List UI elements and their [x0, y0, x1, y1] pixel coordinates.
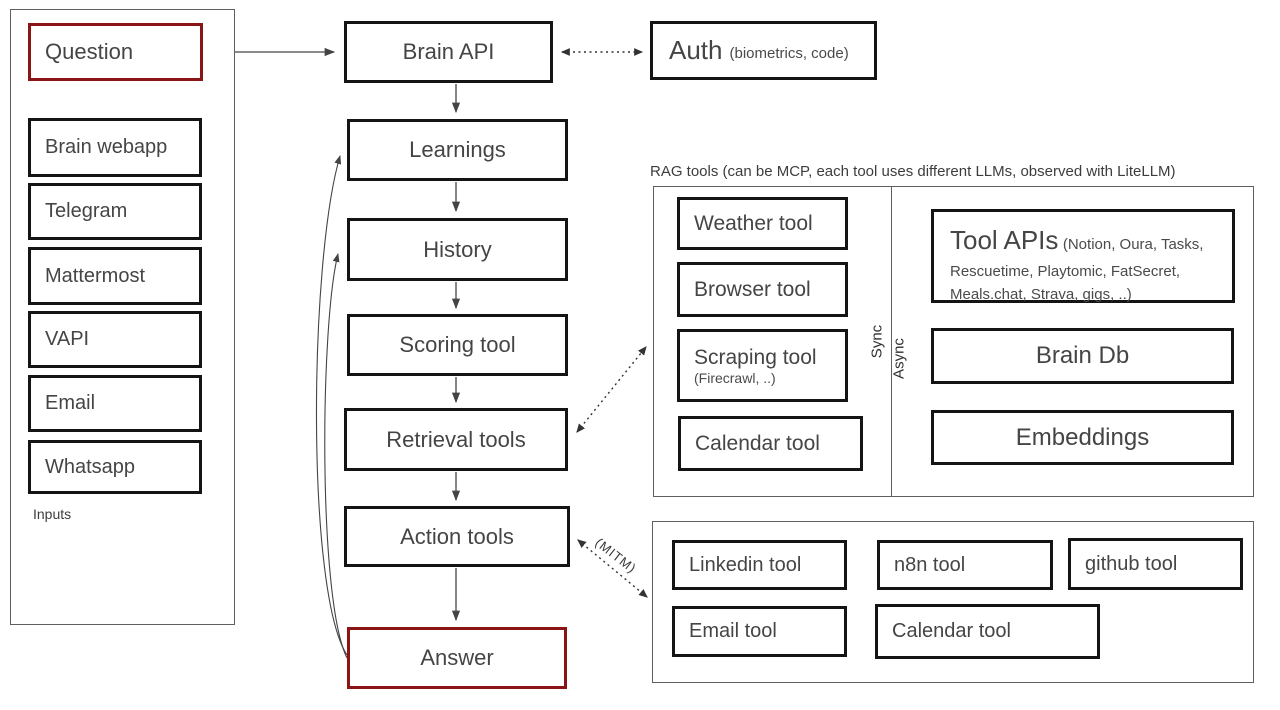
- auth-node[interactable]: Auth (biometrics, code): [650, 21, 877, 80]
- scoring-label: Scoring tool: [399, 332, 516, 357]
- input-node-vapi[interactable]: VAPI: [28, 311, 202, 368]
- linkedin-tool-node[interactable]: Linkedin tool: [672, 540, 847, 590]
- email-tool-node[interactable]: Email tool: [672, 606, 847, 657]
- action-label: Action tools: [400, 523, 514, 549]
- brain-db-node[interactable]: Brain Db: [931, 328, 1234, 384]
- input-node-telegram[interactable]: Telegram: [28, 183, 202, 240]
- scraping-tool-node[interactable]: Scraping tool (Firecrawl, ..): [677, 329, 848, 402]
- email-tool-label: Email tool: [689, 620, 777, 642]
- auth-subtitle: (biometrics, code): [729, 45, 849, 62]
- mitm-caption: (MITM): [592, 534, 640, 577]
- retrieval-tools-node[interactable]: Retrieval tools: [344, 408, 568, 471]
- github-tool-label: github tool: [1085, 552, 1178, 575]
- history-label: History: [423, 236, 492, 262]
- weather-tool-label: Weather tool: [694, 211, 813, 235]
- browser-tool-node[interactable]: Browser tool: [677, 262, 848, 317]
- question-label: Question: [45, 39, 134, 64]
- answer-label: Answer: [420, 645, 494, 670]
- async-label: Async: [890, 338, 908, 379]
- scraping-tool-subtitle: (Firecrawl, ..): [694, 370, 776, 387]
- brain-db-label: Brain Db: [1035, 342, 1130, 369]
- connector-retrieval-ragtools: [576, 346, 647, 433]
- input-node-brain-webapp[interactable]: Brain webapp: [28, 118, 202, 177]
- sync-label: Sync: [868, 324, 886, 359]
- input-label: Mattermost: [45, 264, 146, 287]
- github-tool-node[interactable]: github tool: [1068, 538, 1243, 590]
- input-node-mattermost[interactable]: Mattermost: [28, 247, 202, 305]
- calendar-tool-action-node[interactable]: Calendar tool: [875, 604, 1100, 659]
- calendar-tool-sync-node[interactable]: Calendar tool: [678, 416, 863, 471]
- calendar-tool-action-label: Calendar tool: [892, 620, 1011, 642]
- auth-title: Auth: [669, 35, 723, 65]
- input-node-email[interactable]: Email: [28, 375, 202, 432]
- answer-node[interactable]: Answer: [347, 627, 567, 689]
- action-tools-node[interactable]: Action tools: [344, 506, 570, 567]
- weather-tool-node[interactable]: Weather tool: [677, 197, 848, 250]
- connector-answer-learnings: [315, 155, 348, 656]
- tool-apis-subtitle: (Notion, Oura, Tasks, Rescuetime, Playto…: [950, 236, 1204, 303]
- input-label: Email: [45, 392, 96, 414]
- n8n-tool-node[interactable]: n8n tool: [877, 540, 1053, 590]
- browser-tool-label: Browser tool: [694, 277, 811, 301]
- rag-tools-caption: RAG tools (can be MCP, each tool uses di…: [650, 163, 1176, 180]
- embeddings-label: Embeddings: [1015, 423, 1150, 451]
- input-node-whatsapp[interactable]: Whatsapp: [28, 440, 202, 494]
- question-node[interactable]: Question: [28, 23, 203, 81]
- input-label: VAPI: [45, 328, 90, 350]
- tool-apis-title: Tool APIs: [950, 225, 1059, 255]
- scoring-tool-node[interactable]: Scoring tool: [347, 314, 568, 376]
- learnings-node[interactable]: Learnings: [347, 119, 568, 181]
- scraping-tool-label: Scraping tool: [694, 346, 817, 370]
- input-label: Brain webapp: [45, 136, 168, 158]
- inputs-caption: Inputs: [33, 506, 72, 522]
- embeddings-node[interactable]: Embeddings: [931, 410, 1234, 465]
- history-node[interactable]: History: [347, 218, 568, 281]
- input-label: Whatsapp: [45, 455, 136, 478]
- input-label: Telegram: [45, 200, 128, 222]
- linkedin-tool-label: Linkedin tool: [689, 553, 802, 576]
- brain-api-node[interactable]: Brain API: [344, 21, 553, 83]
- sync-async-divider: [891, 186, 892, 497]
- n8n-tool-label: n8n tool: [894, 553, 966, 576]
- calendar-tool-sync-label: Calendar tool: [695, 431, 820, 455]
- brain-api-label: Brain API: [402, 39, 495, 64]
- learnings-label: Learnings: [409, 137, 506, 162]
- tool-apis-node[interactable]: Tool APIs (Notion, Oura, Tasks, Rescueti…: [931, 209, 1235, 303]
- retrieval-label: Retrieval tools: [386, 426, 526, 452]
